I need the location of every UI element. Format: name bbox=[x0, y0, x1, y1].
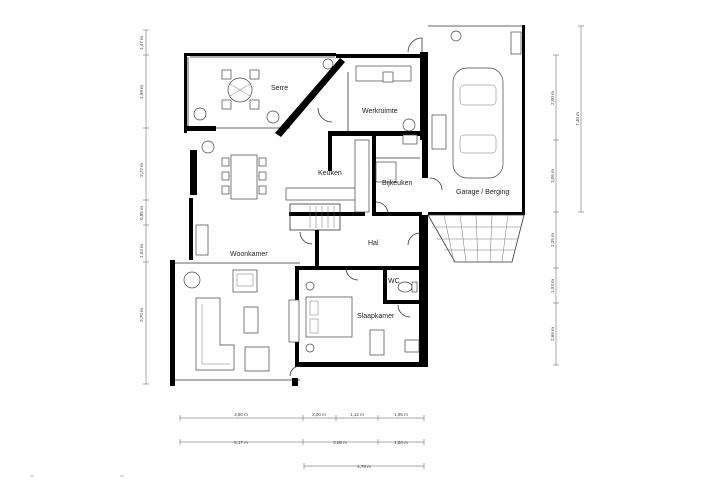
tv-cabinet bbox=[195, 224, 209, 256]
dim-bottom1-4: 1,95 m bbox=[394, 412, 408, 417]
room-label-keuken: Keuken bbox=[318, 170, 342, 177]
dim-bottom1-2: 2,00 m bbox=[312, 412, 326, 417]
wardrobe bbox=[288, 299, 300, 343]
dim-bottom3-1: 4,78 m bbox=[357, 464, 371, 469]
office-chair bbox=[382, 71, 394, 83]
garage-wall-left-2 bbox=[422, 140, 428, 178]
plant-icon bbox=[402, 118, 416, 132]
trap-box bbox=[289, 203, 341, 231]
dimension-lines bbox=[143, 25, 584, 469]
bijkeuken-wall-left bbox=[372, 136, 376, 216]
keuken-wall-right bbox=[328, 131, 332, 171]
dim-right-3: 2,35 m bbox=[550, 233, 555, 247]
bed bbox=[305, 296, 353, 338]
woonkamer-wall-bottom-r bbox=[292, 378, 298, 386]
serre-wall-top bbox=[186, 53, 336, 56]
dim-right-1: 2,00 m bbox=[550, 91, 555, 105]
dining-table bbox=[230, 154, 258, 200]
lamp-icon bbox=[305, 281, 315, 291]
dim-left-4: 0,85 m bbox=[139, 206, 144, 220]
kitchen-island bbox=[354, 139, 370, 213]
right-wall bbox=[419, 215, 428, 365]
corner-sofa bbox=[195, 297, 235, 371]
room-label-bijkeuken: Bijkeuken bbox=[382, 180, 412, 187]
furniture bbox=[183, 30, 522, 372]
dim-left-2: 1,99 m bbox=[139, 85, 144, 99]
garage-wall-right bbox=[522, 25, 525, 215]
serre-table bbox=[221, 69, 260, 110]
dim-left-5: 1,53 m bbox=[139, 244, 144, 258]
room-label-woonkamer: Woonkamer bbox=[230, 251, 268, 258]
terrace bbox=[427, 214, 525, 263]
room-label-garage: Garage / Berging bbox=[456, 189, 509, 196]
dim-bottom1-3: 1,12 m bbox=[350, 412, 364, 417]
car-icon bbox=[452, 67, 504, 179]
dim-right-5: 2,66 m bbox=[550, 327, 555, 341]
slaapkamer-wall-bottom bbox=[295, 362, 428, 367]
room-label-hal: Hal bbox=[368, 240, 379, 247]
wc-wall-bottom bbox=[383, 300, 425, 304]
woonkamer-wall-left-2 bbox=[189, 198, 193, 260]
room-label-serre: Serre bbox=[271, 85, 288, 92]
coffee-table bbox=[243, 306, 259, 334]
plant-icon bbox=[201, 140, 215, 154]
dimension-labels: 1,47 m 1,99 m 2,72 m 0,85 m 1,53 m 3,70 … bbox=[139, 36, 580, 469]
werkruimte-cabinet bbox=[431, 114, 447, 150]
stairs bbox=[309, 206, 335, 228]
garage-shelf bbox=[510, 31, 522, 55]
lamp-icon bbox=[305, 343, 315, 353]
plant-icon bbox=[183, 271, 201, 289]
pouf bbox=[244, 346, 270, 372]
serre-wall-bottom bbox=[186, 126, 216, 131]
werkruimte-wall-bottom bbox=[328, 131, 423, 136]
desk bbox=[369, 329, 385, 356]
dim-left-6: 3,70 m bbox=[139, 308, 144, 322]
keuken-wall-bottom bbox=[289, 212, 365, 216]
kitchen-counter bbox=[285, 187, 357, 201]
armchair bbox=[232, 269, 258, 293]
sink bbox=[404, 339, 420, 353]
dim-bottom2-1: 5,17 m bbox=[234, 440, 248, 445]
dim-right-2: 3,05 m bbox=[550, 169, 555, 183]
wc-wall-left bbox=[383, 266, 387, 302]
dim-left-1: 1,47 m bbox=[139, 36, 144, 50]
bijkeuken-counter bbox=[375, 161, 397, 183]
room-label-werkruimte: Werkruimte bbox=[362, 108, 398, 115]
woonkamer-wall-bottom bbox=[170, 380, 175, 386]
garage-wall-bottom bbox=[428, 212, 525, 215]
hal-wall-bottom bbox=[295, 266, 425, 270]
garage-wall-left bbox=[420, 52, 428, 140]
plant-icon bbox=[322, 58, 334, 70]
walls bbox=[170, 25, 525, 386]
serre-wall-left bbox=[184, 53, 187, 133]
dim-right-4: 1,93 m bbox=[550, 279, 555, 293]
woonkamer-wall-left-3 bbox=[170, 260, 175, 385]
doors bbox=[289, 37, 443, 377]
room-label-wc: WC bbox=[388, 278, 400, 285]
bijkeuken-wall-bottom bbox=[372, 212, 422, 216]
dim-bottom1-1: 3,90 m bbox=[234, 412, 248, 417]
toilet-icon bbox=[397, 281, 413, 293]
plant-icon bbox=[193, 107, 207, 121]
dim-right-outer-1: 7,40 m bbox=[575, 112, 580, 126]
werkruimte-wall-top bbox=[336, 54, 428, 58]
dim-left-3: 2,72 m bbox=[139, 163, 144, 177]
diagonal-wall bbox=[275, 58, 345, 137]
hal-wall-left bbox=[315, 230, 319, 268]
dim-bottom2-3: 1,80 m bbox=[394, 440, 408, 445]
plant-icon bbox=[266, 110, 280, 124]
woonkamer-wall-left-1 bbox=[190, 150, 197, 195]
room-labels: Serre Werkruimte Keuken Bijkeuken Garage… bbox=[230, 85, 509, 320]
room-label-slaapkamer: Slaapkamer bbox=[357, 313, 395, 320]
dim-bottom2-2: 3,08 m bbox=[333, 440, 347, 445]
